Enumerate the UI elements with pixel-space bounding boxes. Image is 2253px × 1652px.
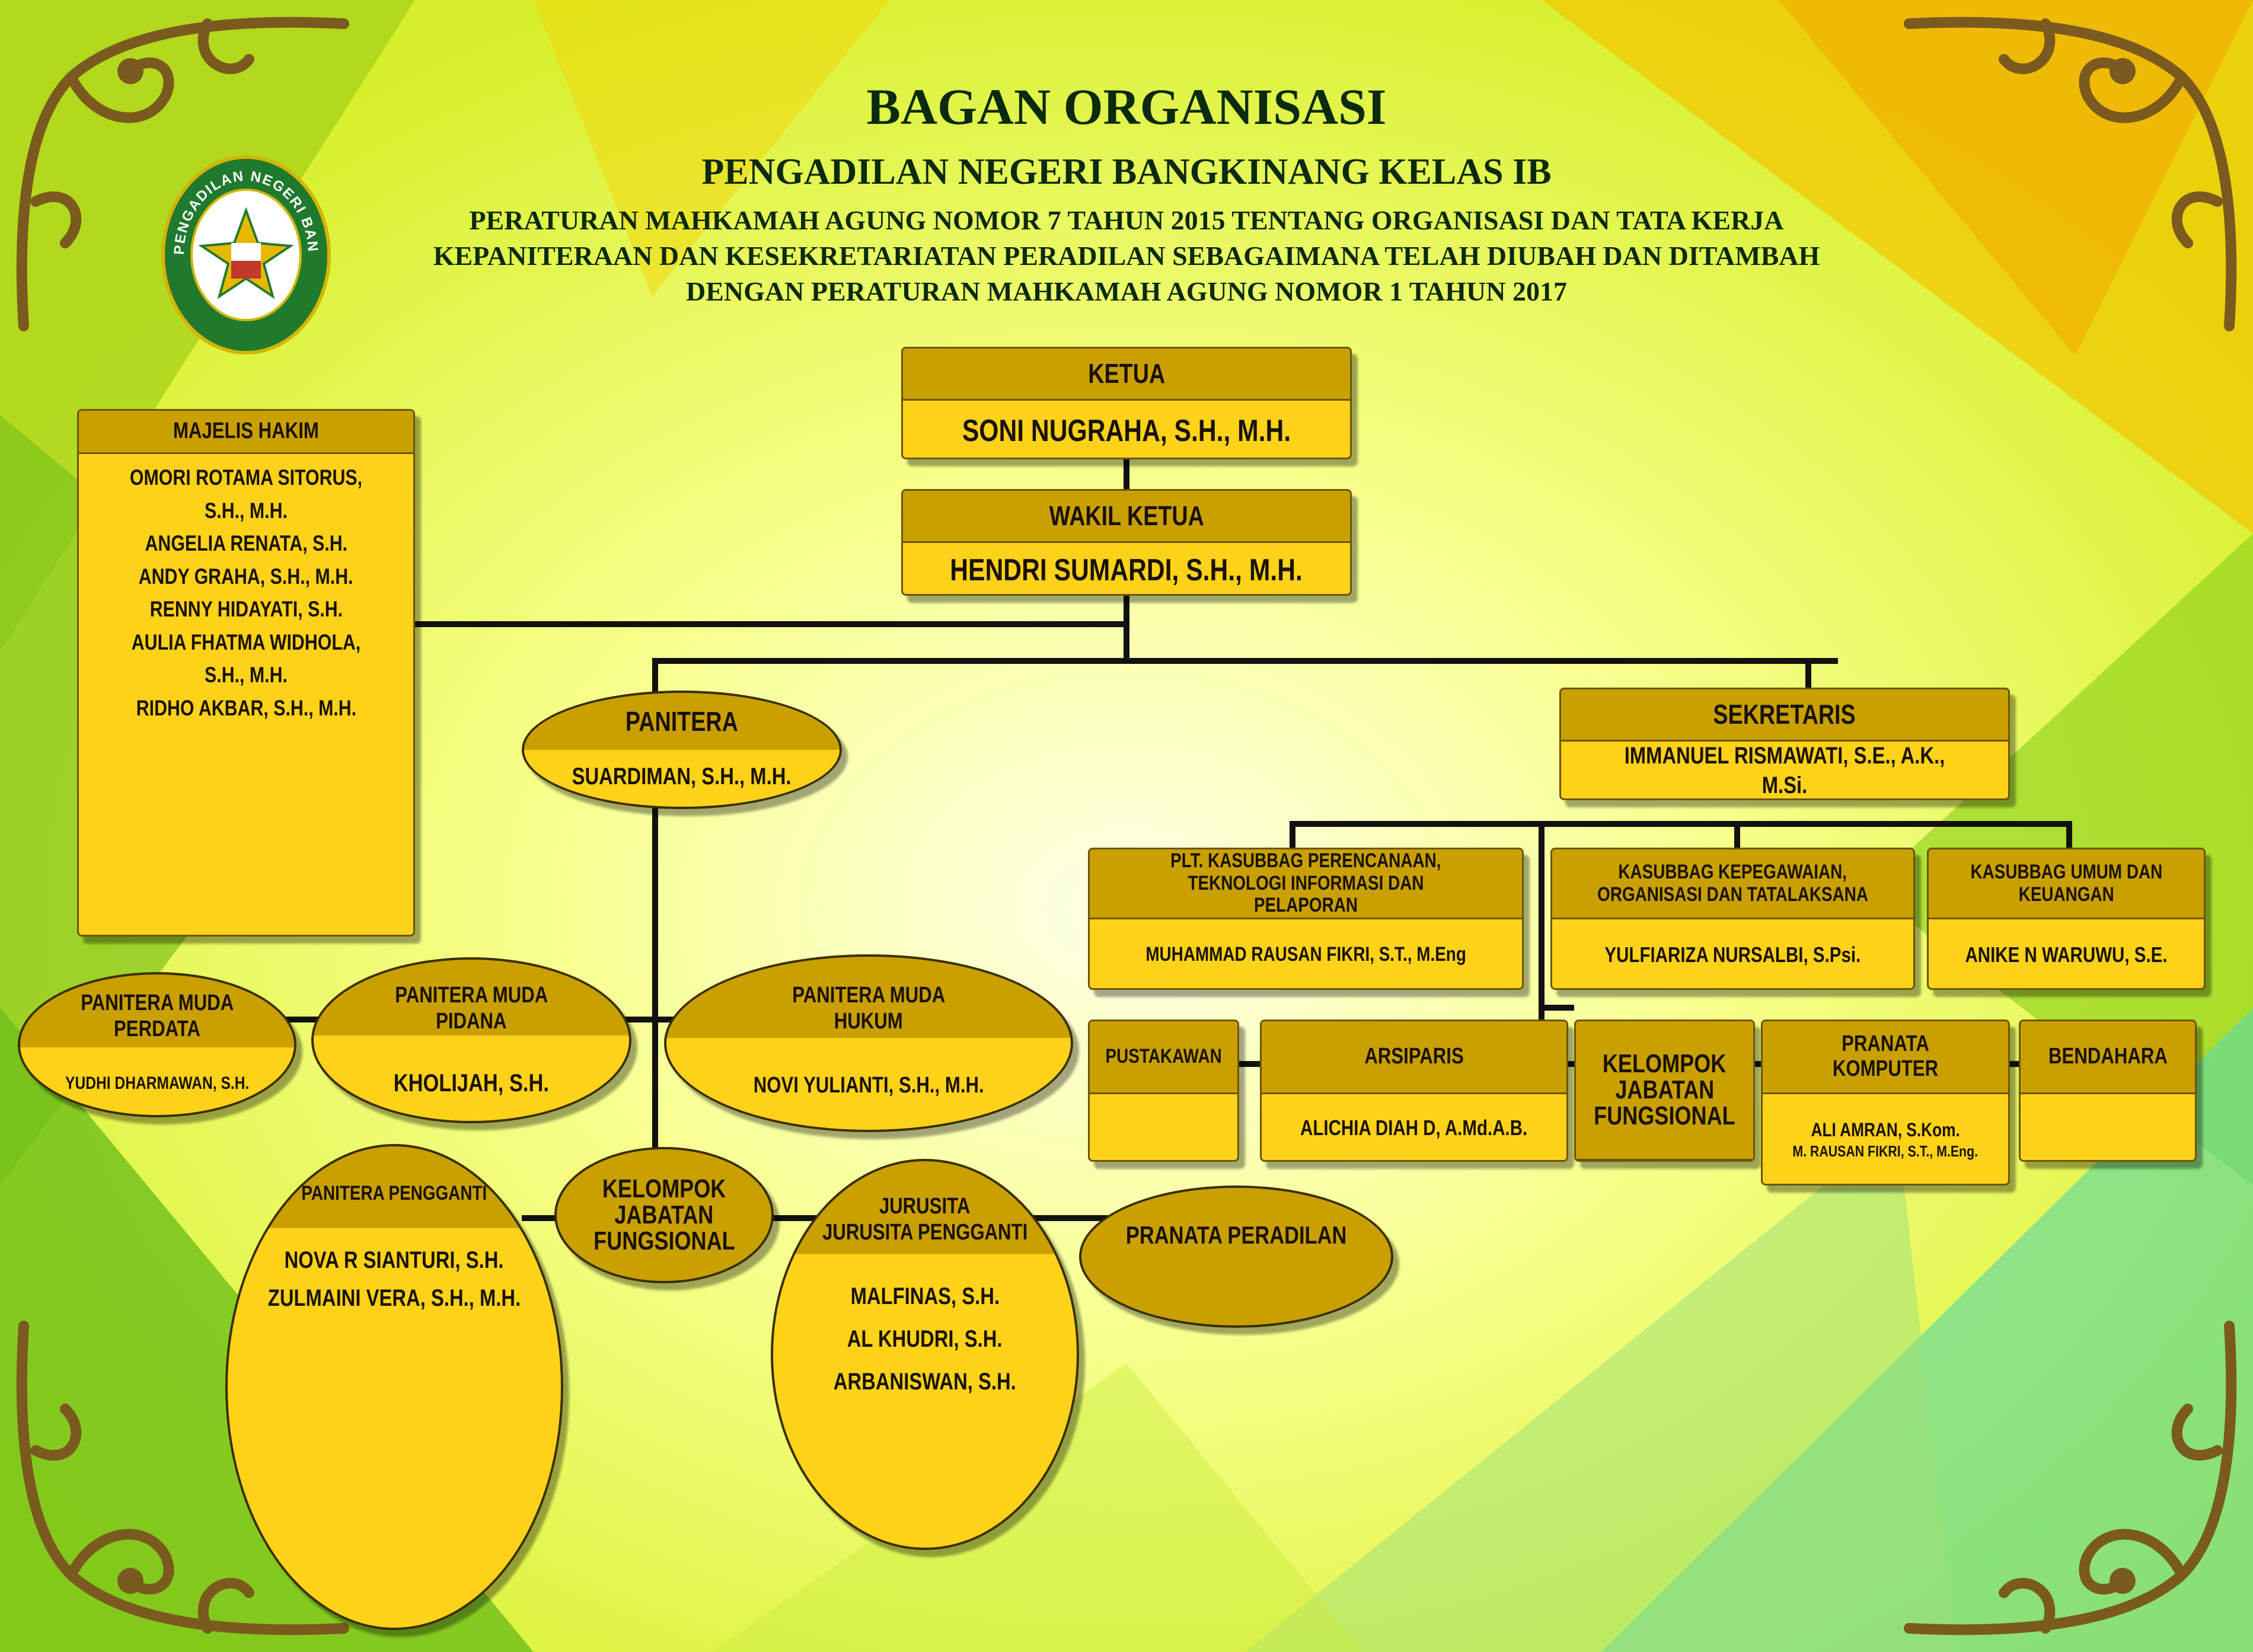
kasubbag-umum-box: KASUBBAG UMUM DAN KEUANGAN ANIKE N WARUW… bbox=[1927, 848, 2206, 990]
pm-perdata-title-1: PANITERA MUDA bbox=[81, 990, 234, 1015]
majelis-hakim-box: MAJELIS HAKIM OMORI ROTAMA SITORUS, S.H.… bbox=[77, 409, 415, 937]
arsiparis-title: ARSIPARIS bbox=[1364, 1044, 1464, 1069]
regulation-line-3: DENGAN PERATURAN MAHKAMAH AGUNG NOMOR 1 … bbox=[685, 276, 1567, 306]
bendahara-box: BENDAHARA bbox=[2019, 1020, 2197, 1162]
kasubbag-ptip-box: PLT. KASUBBAG PERENCANAAN, TEKNOLOGI INF… bbox=[1088, 848, 1524, 990]
kasubbag-kepegawaian-box: KASUBBAG KEPEGAWAIAN, ORGANISASI DAN TAT… bbox=[1550, 848, 1915, 990]
kelompok-jabatan-fungsional-kepaniteraan-oval: KELOMPOK JABATAN FUNGSIONAL bbox=[554, 1147, 774, 1283]
kasubbag-kepegawaian-title-2: ORGANISASI DAN TATALAKSANA bbox=[1597, 883, 1868, 906]
court-emblem-icon: PENGADILAN NEGERI BANGKINANG bbox=[160, 154, 331, 354]
panitera-name: SUARDIMAN, S.H., M.H. bbox=[572, 763, 792, 790]
pranata-komputer-box: PRANATA KOMPUTER ALI AMRAN, S.Kom. M. RA… bbox=[1761, 1020, 2010, 1186]
corner-ornament-top-right-icon bbox=[1904, 17, 2237, 331]
pm-pidana-name: KHOLIJAH, S.H. bbox=[393, 1068, 550, 1097]
panitera-muda-pidana-oval: PANITERA MUDA PIDANA KHOLIJAH, S.H. bbox=[311, 957, 631, 1123]
jurusita-name: ARBANISWAN, S.H. bbox=[834, 1369, 1016, 1395]
wakil-ketua-name: HENDRI SUMARDI, S.H., M.H. bbox=[950, 552, 1303, 587]
jurusita-title-1: JURUSITA bbox=[879, 1194, 971, 1219]
hakim-member: AULIA FHATMA WIDHOLA, S.H., M.H. bbox=[131, 630, 361, 688]
kasubbag-umum-title-1: KASUBBAG UMUM DAN bbox=[1970, 861, 2162, 884]
kasubbag-ptip-title-1: PLT. KASUBBAG PERENCANAAN, bbox=[1170, 849, 1441, 873]
bendahara-title: BENDAHARA bbox=[2048, 1044, 2168, 1069]
panitera-oval: PANITERA SUARDIMAN, S.H., M.H. bbox=[522, 691, 842, 809]
hakim-member: RIDHO AKBAR, S.H., M.H. bbox=[136, 695, 356, 720]
kelompok-jabatan-fungsional-sekretariat-box: KELOMPOK JABATAN FUNGSIONAL bbox=[1574, 1020, 1755, 1162]
panitera-pengganti-title: PANITERA PENGGANTI bbox=[301, 1182, 487, 1205]
wakil-ketua-title: WAKIL KETUA bbox=[1049, 500, 1204, 532]
pm-perdata-name: YUDHI DHARMAWAN, S.H. bbox=[65, 1073, 250, 1093]
kjf-pan-line-1: KELOMPOK bbox=[602, 1174, 726, 1203]
corner-ornament-top-left-icon bbox=[16, 17, 349, 331]
pranata-komputer-title: PRANATA KOMPUTER bbox=[1832, 1031, 1939, 1081]
ketua-title: KETUA bbox=[1088, 358, 1165, 389]
ketua-name: SONI NUGRAHA, S.H., M.H. bbox=[962, 413, 1291, 448]
kasubbag-umum-name: ANIKE N WARUWU, S.E. bbox=[1965, 942, 2168, 967]
kasubbag-kepegawaian-name: YULFIARIZA NURSALBI, S.Psi. bbox=[1604, 942, 1861, 967]
pranata-komputer-name-2: M. RAUSAN FIKRI, S.T., M.Eng. bbox=[1792, 1142, 1978, 1160]
hakim-member: ANGELIA RENATA, S.H. bbox=[145, 531, 347, 555]
sekretaris-title: SEKRETARIS bbox=[1713, 699, 1856, 730]
jurusita-oval: JURUSITA JURUSITA PENGGANTI MALFINAS, S.… bbox=[771, 1159, 1079, 1550]
sekretaris-name: IMMANUEL RISMAWATI, S.E., A.K., M.Si. bbox=[1624, 743, 1945, 798]
pm-pidana-title-2: PIDANA bbox=[436, 1009, 507, 1034]
jurusita-name: AL KHUDRI, S.H. bbox=[847, 1326, 1003, 1352]
kjf-pan-line-3: FUNGSIONAL bbox=[593, 1226, 735, 1255]
pm-hukum-name: NOVI YULIANTI, S.H., M.H. bbox=[753, 1073, 984, 1098]
arsiparis-box: ARSIPARIS ALICHIA DIAH D, A.Md.A.B. bbox=[1260, 1020, 1568, 1162]
panitera-pengganti-name: ZULMAINI VERA, S.H., M.H. bbox=[267, 1285, 521, 1311]
pustakawan-title: PUSTAKAWAN bbox=[1105, 1045, 1222, 1068]
pranata-peradilan-title: PRANATA PERADILAN bbox=[1125, 1220, 1347, 1249]
panitera-muda-perdata-oval: PANITERA MUDA PERDATA YUDHI DHARMAWAN, S… bbox=[18, 972, 296, 1117]
hakim-member: RENNY HIDAYATI, S.H. bbox=[149, 597, 343, 621]
pustakawan-box: PUSTAKAWAN bbox=[1088, 1020, 1239, 1162]
kasubbag-ptip-name: MUHAMMAD RAUSAN FIKRI, S.T., M.Eng bbox=[1145, 942, 1466, 966]
pm-hukum-title-2: HUKUM bbox=[834, 1009, 903, 1034]
sekretaris-box: SEKRETARIS IMMANUEL RISMAWATI, S.E., A.K… bbox=[1559, 688, 2010, 800]
panitera-muda-hukum-oval: PANITERA MUDA HUKUM NOVI YULIANTI, S.H.,… bbox=[664, 954, 1073, 1132]
hakim-member: ANDY GRAHA, S.H., M.H. bbox=[139, 564, 353, 589]
pranata-komputer-name-1: ALI AMRAN, S.Kom. bbox=[1811, 1119, 1960, 1140]
kjf-line-1: KELOMPOK bbox=[1603, 1049, 1727, 1078]
panitera-title: PANITERA bbox=[625, 705, 739, 737]
pm-hukum-title-1: PANITERA MUDA bbox=[792, 983, 945, 1008]
majelis-hakim-title: MAJELIS HAKIM bbox=[173, 418, 319, 444]
kasubbag-umum-title-2: KEUANGAN bbox=[2018, 883, 2114, 906]
panitera-pengganti-oval: PANITERA PENGGANTI NOVA R SIANTURI, S.H.… bbox=[225, 1144, 563, 1630]
pranata-peradilan-oval: PRANATA PERADILAN bbox=[1079, 1186, 1393, 1328]
hakim-member: OMORI ROTAMA SITORUS, S.H., M.H. bbox=[129, 465, 363, 523]
ketua-box: KETUA SONI NUGRAHA, S.H., M.H. bbox=[901, 347, 1352, 459]
page-title: BAGAN ORGANISASI bbox=[866, 78, 1387, 135]
kjf-pan-line-2: JABATAN bbox=[614, 1200, 714, 1229]
kasubbag-ptip-title-2: TEKNOLOGI INFORMASI DAN PELAPORAN bbox=[1188, 871, 1424, 917]
regulation-line-1: PERATURAN MAHKAMAH AGUNG NOMOR 7 TAHUN 2… bbox=[469, 205, 1784, 235]
regulation-line-2: KEPANITERAAN DAN KESEKRETARIATAN PERADIL… bbox=[433, 241, 1820, 271]
wakil-ketua-box: WAKIL KETUA HENDRI SUMARDI, S.H., M.H. bbox=[901, 489, 1352, 596]
kjf-line-2: JABATAN bbox=[1614, 1075, 1715, 1104]
kjf-line-3: FUNGSIONAL bbox=[1594, 1101, 1735, 1130]
page-subtitle: PENGADILAN NEGERI BANGKINANG KELAS IB bbox=[701, 152, 1552, 192]
panitera-pengganti-name: NOVA R SIANTURI, S.H. bbox=[285, 1247, 504, 1273]
corner-ornament-bottom-right-icon bbox=[1904, 1321, 2237, 1635]
jurusita-title-2: JURUSITA PENGGANTI bbox=[822, 1220, 1028, 1245]
jurusita-name: MALFINAS, S.H. bbox=[850, 1283, 1000, 1309]
pm-pidana-title-1: PANITERA MUDA bbox=[395, 983, 548, 1008]
corner-ornament-bottom-left-icon bbox=[16, 1321, 349, 1635]
pm-perdata-title-2: PERDATA bbox=[113, 1016, 200, 1041]
arsiparis-name: ALICHIA DIAH D, A.Md.A.B. bbox=[1300, 1115, 1528, 1140]
kasubbag-kepegawaian-title-1: KASUBBAG KEPEGAWAIAN, bbox=[1618, 861, 1847, 884]
